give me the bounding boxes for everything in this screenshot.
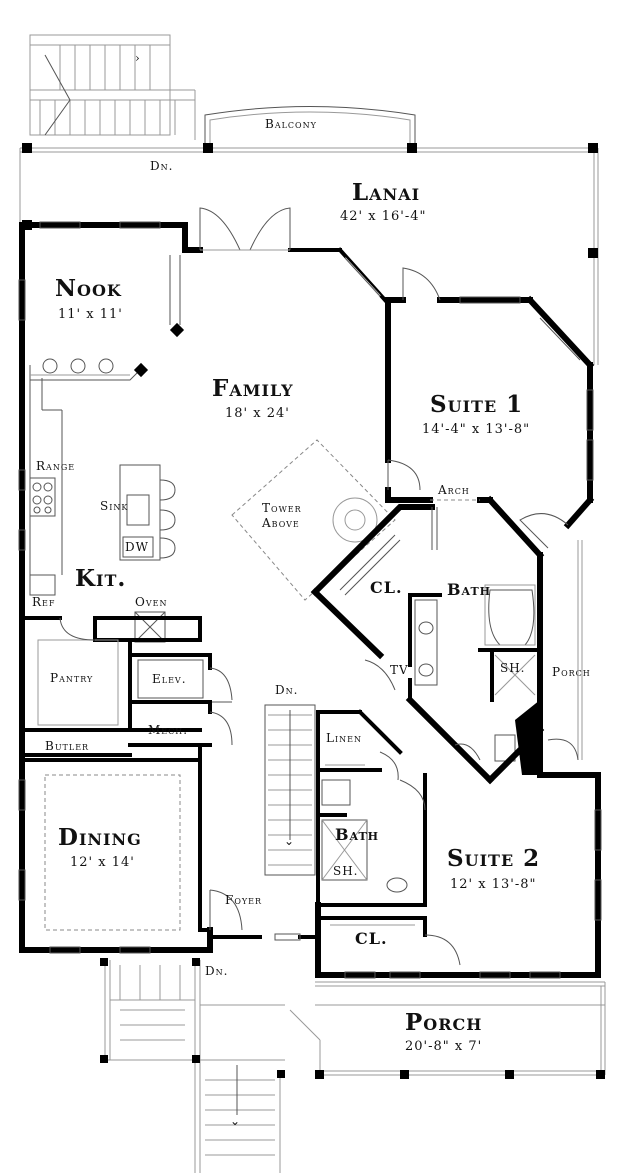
bath1-label: Bath (447, 580, 491, 599)
closet1-label: CL. (370, 578, 403, 597)
dw-label: DW (125, 540, 149, 554)
tower-label: Tower (262, 501, 302, 515)
dining-room (44, 758, 212, 932)
suite2-label: Suite 2 (447, 845, 540, 872)
pantry-label: Pantry (50, 671, 93, 685)
range-label: Range (36, 459, 75, 473)
top-stair: › (29, 34, 196, 140)
tower-above (231, 439, 396, 601)
dn-mid-label: Dn. (275, 683, 298, 697)
elevator-label: Elev. (152, 672, 187, 686)
island (119, 464, 176, 561)
lanai-railing (19, 147, 599, 365)
closet2-label: CL. (355, 929, 388, 948)
master-closet (310, 504, 435, 660)
kitchen-label: Kit. (75, 565, 126, 592)
tv-label: TV (390, 663, 409, 677)
nook-label: Nook (55, 275, 122, 302)
arch-label: Arch (437, 483, 470, 497)
porch-label: Porch (405, 1009, 482, 1036)
bottom-porch (289, 981, 606, 1076)
lanai-dimensions: 42' x 16'-4" (340, 209, 426, 224)
sh2-label: SH. (333, 864, 359, 878)
nook-dimensions: 11' x 11' (58, 307, 123, 322)
suite1-dimensions: 14'-4" x 13'-8" (422, 422, 530, 437)
suite1-label: Suite 1 (430, 391, 523, 418)
porch-dimensions: 20'-8" x 7' (405, 1039, 482, 1054)
kitchen-counter (29, 358, 149, 575)
range-icon (29, 477, 56, 517)
bottom-stair: ⌄ (104, 960, 285, 1173)
family-label: Family (212, 375, 294, 402)
bath2-label: Bath (335, 825, 379, 844)
linen-closet (316, 709, 403, 907)
closet2 (316, 916, 461, 966)
above-label: Above (261, 516, 300, 530)
linen-label: Linen (326, 731, 362, 745)
mech-label: Mech. (148, 723, 188, 737)
foyer-label: Foyer (225, 893, 262, 907)
balcony-label: Balcony (265, 117, 317, 131)
ref-label: Ref (32, 595, 55, 609)
dining-label: Dining (58, 824, 142, 851)
svg-text:›: › (135, 51, 141, 65)
elevator (128, 653, 233, 704)
oven-label: Oven (135, 595, 167, 609)
dn-top-label: Dn. (150, 159, 173, 173)
bath2 (316, 773, 427, 907)
butler-pantry (20, 743, 202, 762)
exterior-walls (19, 222, 601, 978)
porch-side-label: Porch (552, 665, 591, 679)
mid-stair: ⌄ (264, 704, 316, 876)
svg-text:⌄: ⌄ (230, 1114, 241, 1128)
lanai-label: Lanai (352, 179, 420, 206)
master-bath (408, 507, 542, 762)
sink-label: Sink (100, 499, 128, 513)
mech-room (128, 700, 233, 747)
butler-label: Butler (45, 739, 89, 753)
dn-bottom-label: Dn. (205, 964, 228, 978)
foyer (209, 889, 243, 931)
sh1-label: SH. (500, 661, 526, 675)
dining-dimensions: 12' x 14' (70, 855, 135, 870)
svg-text:⌄: ⌄ (284, 834, 295, 848)
family-dimensions: 18' x 24' (225, 406, 290, 421)
suite2-dimensions: 12' x 13'-8" (450, 877, 536, 892)
